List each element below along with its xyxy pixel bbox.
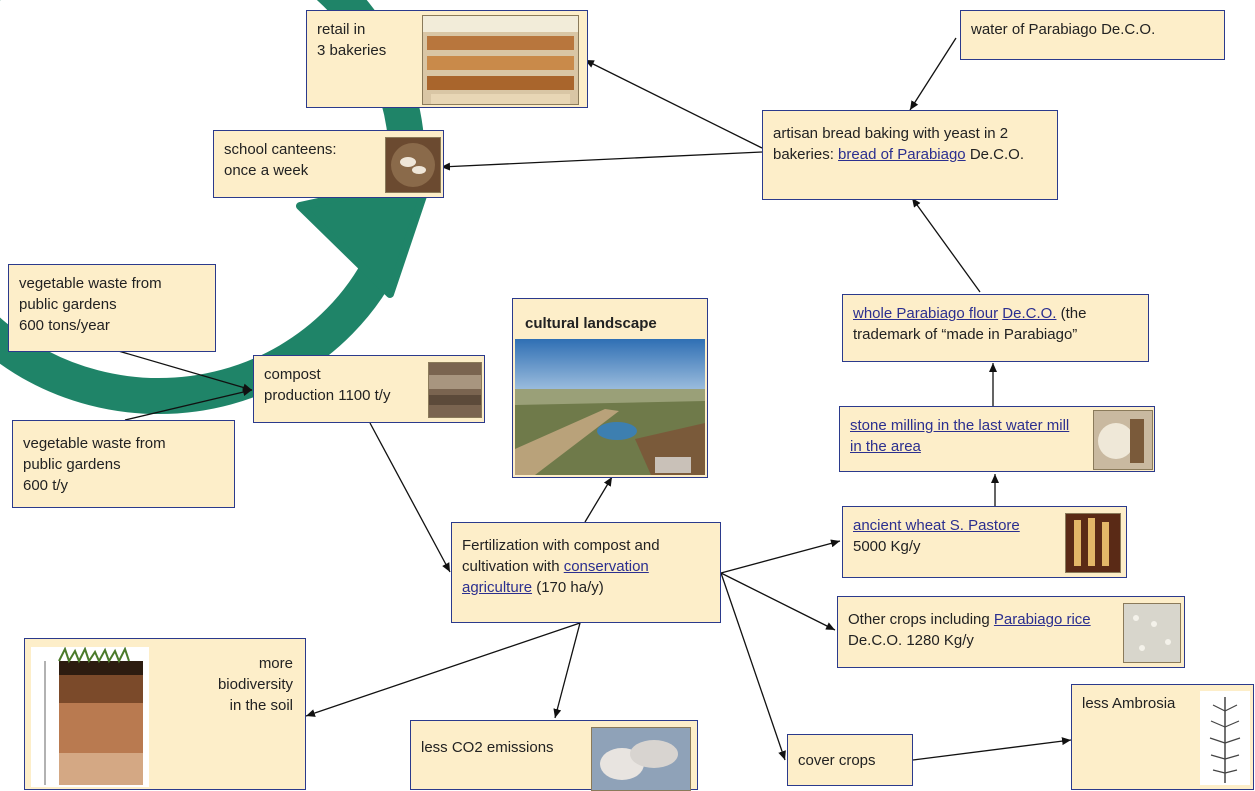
smoke-photo [591,727,691,791]
flour-suffix: (the trademark of “made in Parabiago” [853,305,1087,343]
wheat-node: ancient wheat S. Pastore 5000 Kg/y [842,506,1127,578]
retail-label: retail in 3 bakeries [317,21,387,59]
soil-profile-illustration [31,647,149,787]
artisan-text: artisan bread baking with yeast in 2 bak… [773,125,1009,163]
cultural-landscape-node: cultural landscape [512,298,708,478]
retail-node: retail in 3 bakeries [306,10,588,108]
cover-crops-label: cover crops [798,752,876,769]
flour-node: whole Parabiago flour De.C.O. (the trade… [842,294,1149,362]
bread-of-parabiago-link[interactable]: bread of Parabiago [838,146,966,163]
waste-top-label: vegetable waste from public gardens 600 … [19,275,162,334]
deco-link[interactable]: De.C.O. [1002,305,1057,322]
millstone-photo [1093,410,1153,470]
canteens-label: school canteens: once a week [224,141,337,179]
compost-node: compost production 1100 t/y [253,355,485,423]
edge-flour-artisan [911,197,981,293]
edge-water-artisan [909,37,957,111]
edge-artisan-canteens [440,151,763,171]
parabiago-rice-link[interactable]: Parabiago rice [993,611,1091,628]
milling-node: stone milling in the last water mill in … [839,406,1155,472]
edge-waste-top-compost [114,349,253,392]
cover-crops-node: cover crops [787,734,913,786]
co2-label: less CO2 emissions [421,739,554,756]
edge-fertilization-wheat [720,539,841,574]
edge-fertilization-biodiversity [305,622,581,717]
ambrosia-node: less Ambrosia [1071,684,1254,790]
edge-artisan-retail [584,59,763,149]
waste-top-node: vegetable waste from public gardens 600 … [8,264,216,352]
aerial-landscape-photo [515,339,705,475]
ambrosia-plant-drawing [1200,691,1250,785]
artisan-node: artisan bread baking with yeast in 2 bak… [762,110,1058,200]
wheat-amount: 5000 Kg/y [853,538,921,555]
cultural-title: cultural landscape [525,315,657,332]
waste-bottom-node: vegetable waste from public gardens 600 … [12,420,235,508]
other-crops-text: Other crops including [848,611,994,628]
other-crops-node: Other crops including Parabiago rice De.… [837,596,1185,668]
bread-plate-photo [385,137,441,193]
compost-label: compost production 1100 t/y [264,366,391,404]
waste-bottom-label: vegetable waste from public gardens 600 … [23,435,166,494]
water-node: water of Parabiago De.C.O. [960,10,1225,60]
compost-pile-photo [428,362,482,418]
fertilization-text: Fertilization with compost and cultivati… [462,537,660,575]
edge-fertilization-cover [720,572,786,761]
other-crops-suffix: De.C.O. 1280 Kg/y [848,632,974,649]
edge-fertilization-cultural [584,476,613,523]
whole-parabiago-flour-link[interactable]: whole Parabiago flour [853,305,999,322]
fertilization-suffix: (170 ha/y) [532,579,604,596]
edge-waste-bottom-compost [124,388,253,421]
co2-node: less CO2 emissions [410,720,698,791]
biodiversity-label: more biodiversity in the soil [217,655,293,714]
edge-fertilization-othercrops [720,572,836,631]
bakery-display-photo [422,15,579,105]
ambrosia-label: less Ambrosia [1082,695,1176,712]
artisan-suffix: De.C.O. [965,146,1025,163]
canteens-node: school canteens: once a week [213,130,444,198]
edge-compost-fertilization [369,422,451,573]
edge-cover-ambrosia [912,737,1072,761]
fertilization-node: Fertilization with compost and cultivati… [451,522,721,623]
ancient-wheat-link[interactable]: ancient wheat S. Pastore [853,517,1020,534]
rice-grains-photo [1123,603,1181,663]
conservation-agriculture-link[interactable]: conservation agriculture [462,558,649,596]
biodiversity-node: more biodiversity in the soil [24,638,306,790]
water-label: water of Parabiago De.C.O. [971,21,1156,38]
wheat-ears-photo [1065,513,1121,573]
stone-milling-link[interactable]: stone milling in the last water mill in … [850,417,1070,455]
edge-fertilization-co2 [553,622,581,719]
